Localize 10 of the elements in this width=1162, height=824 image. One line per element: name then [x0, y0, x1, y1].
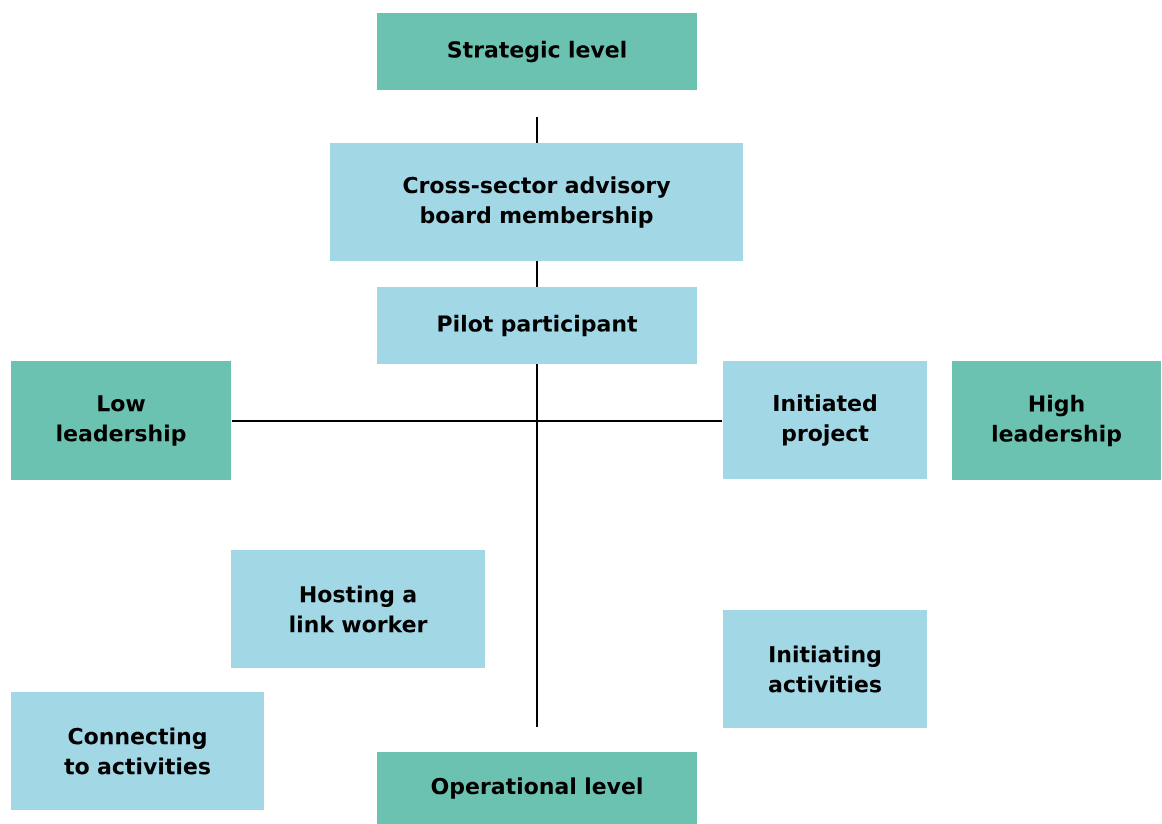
category-box: Initiated project [723, 361, 927, 479]
level-box: Operational level [377, 752, 697, 824]
level-box: Low leadership [11, 361, 231, 480]
category-box: Initiating activities [723, 610, 927, 728]
category-box: Pilot participant [377, 287, 697, 364]
category-box: Hosting a link worker [231, 550, 485, 668]
category-box: Cross-sector advisory board membership [330, 143, 743, 261]
category-box: Connecting to activities [11, 692, 264, 810]
level-box: Strategic level [377, 13, 697, 90]
level-box: High leadership [952, 361, 1161, 480]
